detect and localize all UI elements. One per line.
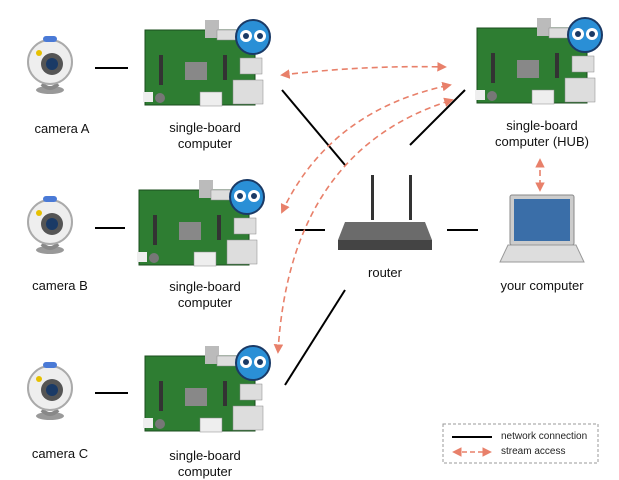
camera-b-icon: [26, 194, 74, 256]
board-b-icon: [136, 179, 265, 267]
stream-c: [273, 97, 454, 354]
board-hub-icon: [474, 17, 603, 105]
legend-network-label: network connection: [501, 431, 588, 442]
board-hub-label: single-board computer (HUB): [495, 118, 589, 149]
board-c-icon: [142, 345, 271, 433]
camera-c-label: camera C: [31, 446, 89, 461]
link-board-c-router: [284, 289, 346, 386]
router-icon: [338, 175, 432, 250]
camera-c-icon: [26, 360, 74, 422]
board-b-label: single-board computer: [169, 279, 241, 310]
stream-a: [280, 62, 447, 79]
camera-a-label: camera A: [34, 121, 90, 136]
camera-b-label: camera B: [32, 278, 88, 293]
board-a-icon: [142, 19, 271, 107]
board-c-label: single-board computer: [169, 448, 241, 479]
computer-label: your computer: [500, 278, 584, 293]
link-board-a-router: [281, 89, 346, 166]
link-hub-router: [409, 89, 466, 146]
router-label: router: [368, 265, 402, 280]
stream-arrows: [273, 62, 545, 354]
legend-box: [442, 423, 599, 464]
legend-stream-label: stream access: [501, 446, 566, 457]
board-a-label: single-board computer: [169, 120, 241, 151]
laptop-icon: [499, 194, 585, 263]
camera-a-icon: [26, 34, 74, 96]
stream-b: [280, 81, 452, 214]
